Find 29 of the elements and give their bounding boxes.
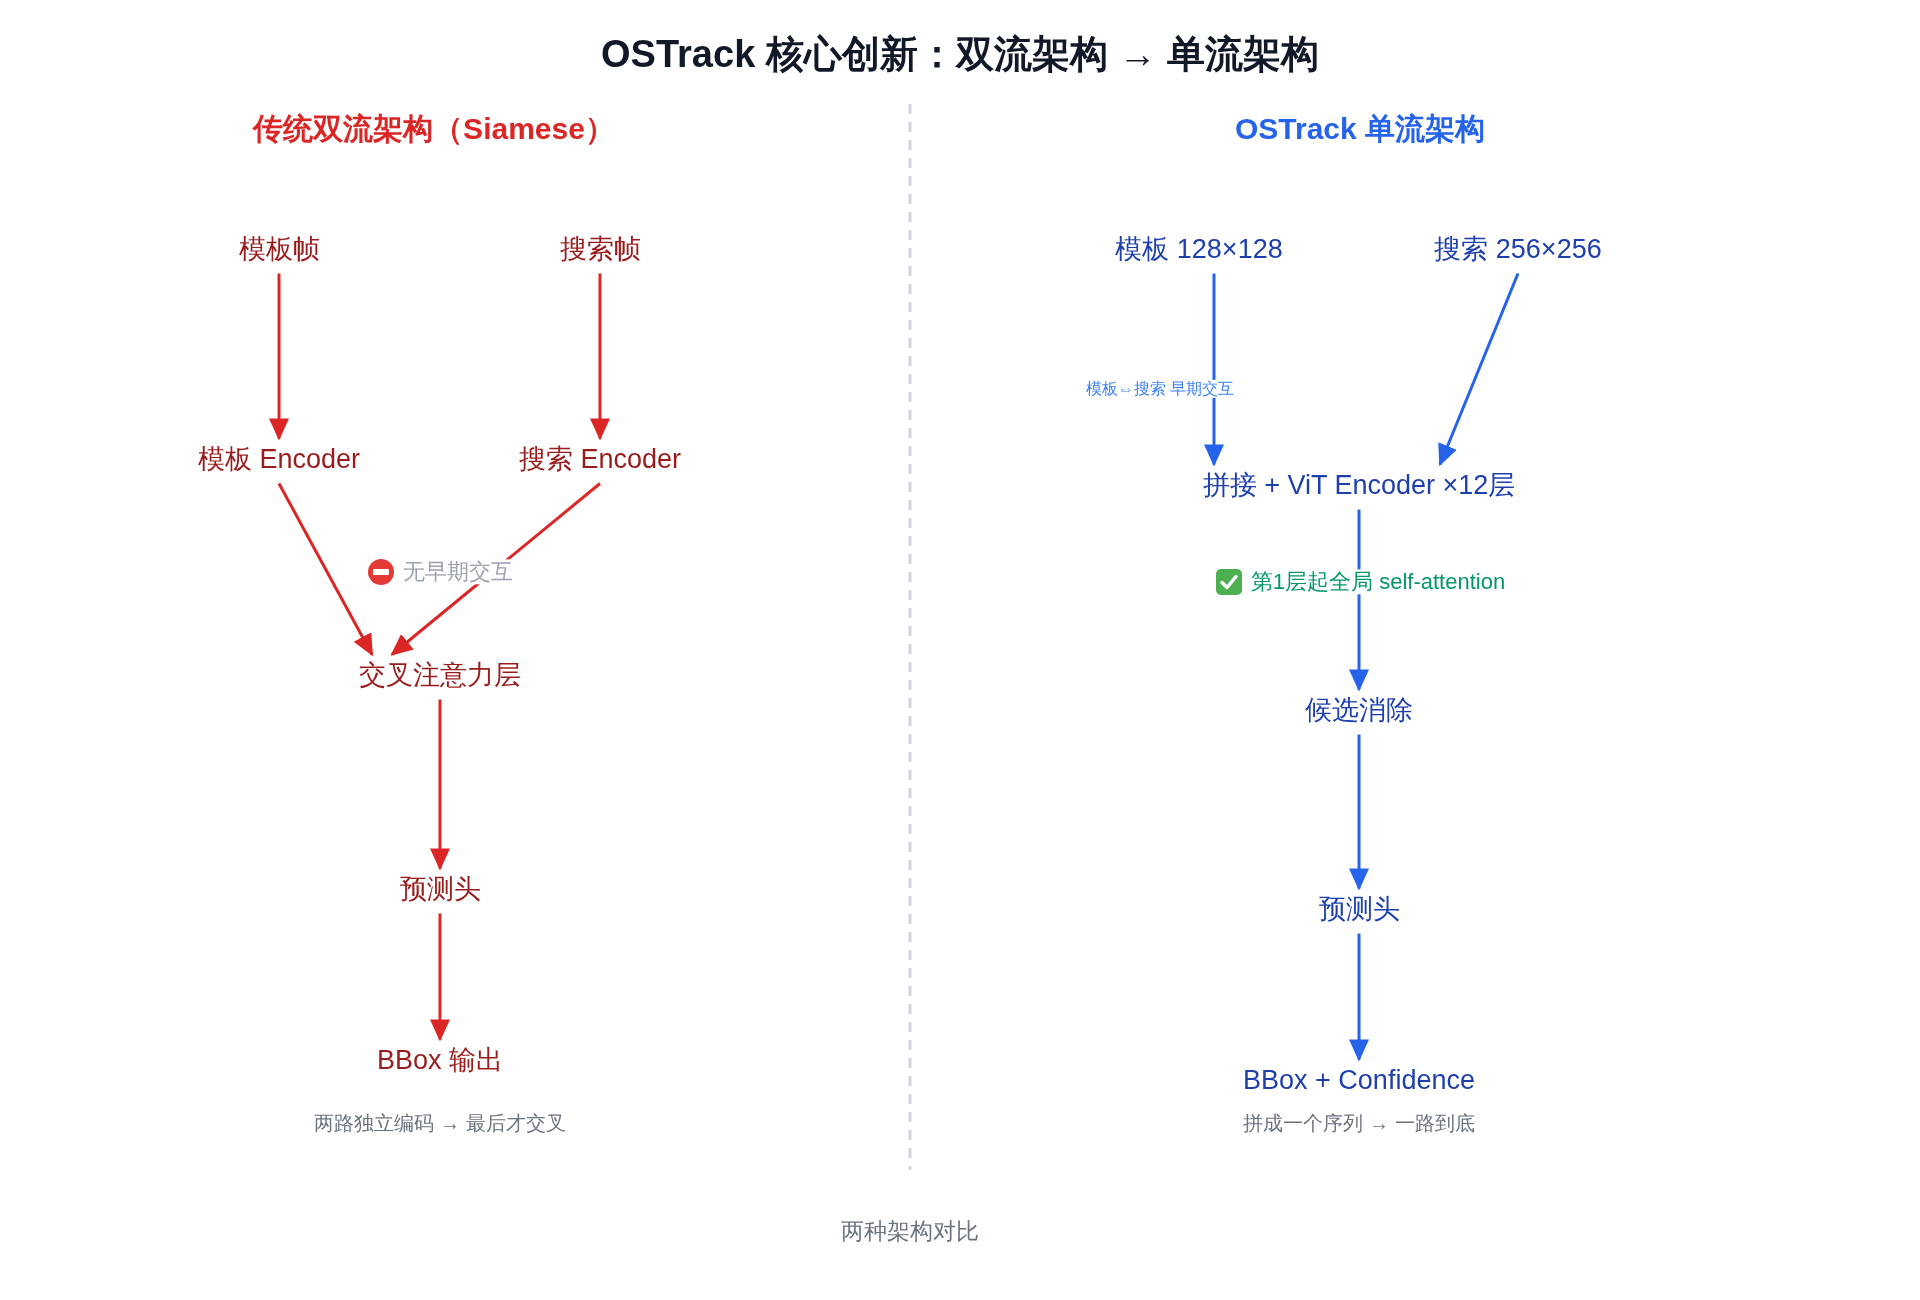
step-label: 搜索 Encoder	[518, 444, 682, 476]
step-label: 拼接 + ViT Encoder ×12层	[1202, 470, 1516, 502]
arrow	[430, 913, 450, 1042]
arrow	[269, 273, 289, 441]
step-label: 交叉注意力层	[359, 660, 521, 692]
caption: 两种架构对比	[841, 1217, 979, 1245]
section-heading: OSTrack 单流架构	[1234, 111, 1486, 147]
arrow	[1349, 734, 1369, 891]
step-label: 候选消除	[1305, 695, 1413, 727]
arrow	[277, 482, 374, 657]
arrow	[1438, 272, 1520, 467]
step-label: 预测头	[1318, 894, 1400, 926]
step-label: 搜索帧	[559, 234, 641, 266]
note-text: 拼成一个序列 → 一路到底	[1243, 1111, 1475, 1135]
note-text: 两路独立编码 → 最后才交叉	[314, 1111, 566, 1135]
arrow	[430, 699, 450, 871]
step-label: 模板帧	[238, 234, 320, 266]
arrow	[590, 273, 610, 441]
step-label: BBox + Confidence	[1243, 1065, 1475, 1097]
arrow	[1204, 273, 1224, 467]
section-heading: 传统双流架构（Siamese）	[253, 111, 615, 147]
arrow	[1349, 509, 1369, 692]
diagram-title: OSTrack 核心创新：双流架构 → 单流架构	[601, 33, 1319, 77]
step-label: BBox 输出	[377, 1045, 503, 1077]
step-label: 模板 128×128	[1115, 234, 1283, 266]
arrow	[1349, 933, 1369, 1062]
step-label: 预测头	[399, 874, 481, 906]
step-label: 模板 Encoder	[197, 444, 361, 476]
step-label: 搜索 256×256	[1434, 234, 1602, 266]
